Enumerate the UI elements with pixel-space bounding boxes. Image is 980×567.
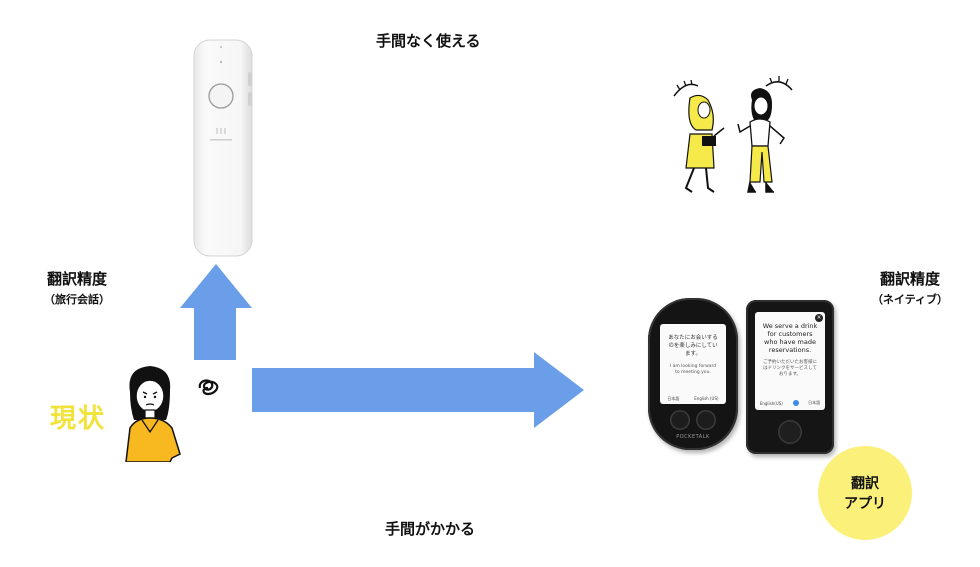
device-left-screen-text-en: I am looking forward to meeting you. xyxy=(669,364,717,375)
up-arrow xyxy=(180,264,252,360)
right-arrow xyxy=(252,352,584,428)
top-label: 手間なく使える xyxy=(376,32,481,50)
current-state-label: 現状 xyxy=(50,404,107,434)
close-icon: × xyxy=(815,314,823,322)
right-axis-title: 翻訳精度 xyxy=(879,270,940,288)
swap-icon xyxy=(792,400,799,406)
device-left-lang-bar: 日本語 English (US) xyxy=(660,396,726,402)
app-badge-line1: 翻訳 xyxy=(851,476,879,492)
device-left-button-b xyxy=(696,410,716,430)
device-right-lang-b: 日本語 xyxy=(808,400,821,405)
worried-person-illustration xyxy=(125,366,181,462)
device-left-lang-b: English (US) xyxy=(694,396,719,401)
device-right-screen: × We serve a drink for customers who hav… xyxy=(755,312,825,410)
translator-device-left: あなたにお会いするのを楽しみにしています。 I am looking forwa… xyxy=(648,298,738,450)
device-right-lang-bar: English(US) 日本語 xyxy=(755,400,825,406)
right-axis-label: 翻訳精度 （ネイティブ） xyxy=(850,268,970,307)
left-axis-label: 翻訳精度 （旅行会話） xyxy=(22,268,132,307)
voice-translator-device xyxy=(193,39,253,257)
device-right-screen-text: We serve a drink for customers who have … xyxy=(762,322,818,354)
left-axis-subtitle: （旅行会話） xyxy=(44,293,110,306)
device-left-screen-text: あなたにお会いするのを楽しみにしています。 xyxy=(668,335,718,357)
confusion-scribble-icon xyxy=(198,379,219,396)
app-badge-line2: アプリ xyxy=(844,496,886,512)
translation-app-badge: 翻訳 アプリ xyxy=(818,446,912,540)
happy-people-illustration xyxy=(673,76,793,193)
translator-device-right: × We serve a drink for customers who hav… xyxy=(746,300,834,454)
device-right-lang-a: English(US) xyxy=(759,400,783,406)
device-left-button-a xyxy=(670,410,690,430)
left-axis-title: 翻訳精度 xyxy=(46,270,107,288)
device-right-button xyxy=(778,420,802,444)
device-left-brand: POCKETALK xyxy=(676,434,710,440)
right-axis-subtitle: （ネイティブ） xyxy=(871,293,949,306)
device-left-lang-a: 日本語 xyxy=(667,396,680,401)
device-right-screen-text-jp: ご予約いただいたお客様にはドリンクをサービスしております。 xyxy=(763,360,817,377)
bottom-label: 手間がかかる xyxy=(385,520,476,538)
device-left-screen: あなたにお会いするのを楽しみにしています。 I am looking forwa… xyxy=(660,324,726,404)
